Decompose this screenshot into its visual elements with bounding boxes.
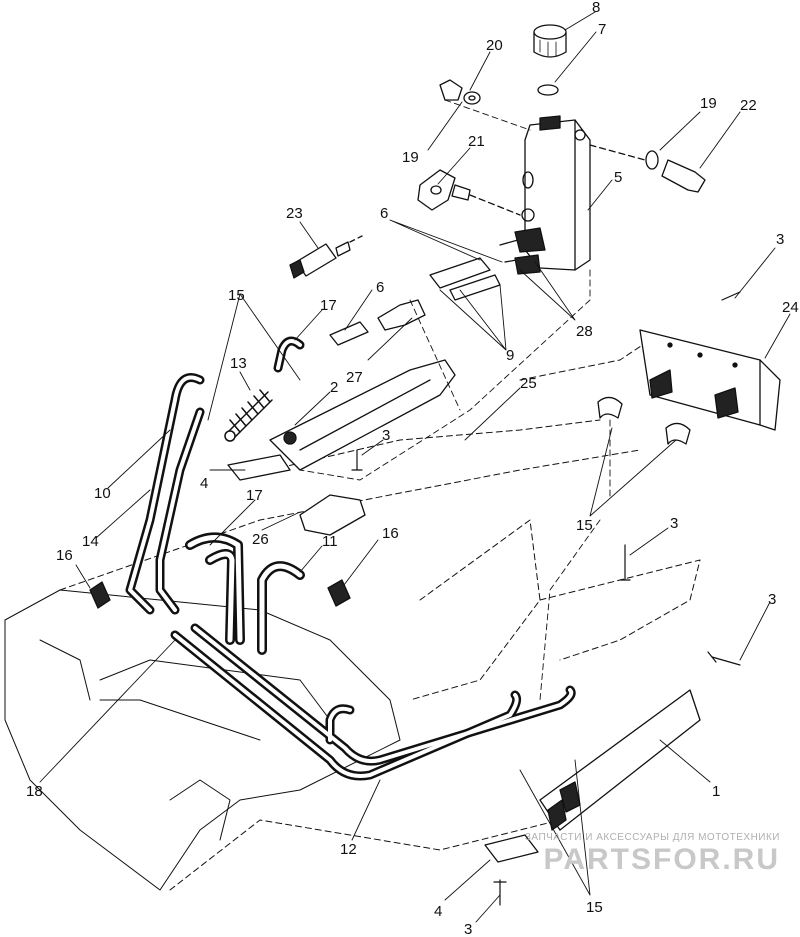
callout-3-far-right: 3 bbox=[768, 591, 776, 608]
watermark: ЗАПЧАСТИ И АКСЕССУАРЫ ДЛЯ МОТОТЕХНИКИ PA… bbox=[525, 832, 780, 877]
callout-4-lower: 4 bbox=[434, 903, 442, 920]
callout-16-left: 16 bbox=[56, 547, 73, 564]
callout-18: 18 bbox=[26, 783, 43, 800]
callout-27: 27 bbox=[346, 369, 363, 386]
callout-26: 26 bbox=[252, 531, 269, 548]
callout-20: 20 bbox=[486, 37, 503, 54]
fitting-hoses bbox=[329, 227, 546, 346]
rivets-3 bbox=[351, 291, 741, 906]
callout-11: 11 bbox=[322, 533, 338, 550]
hose-clamps-right bbox=[597, 396, 691, 445]
callout-3-top-right: 3 bbox=[776, 231, 784, 248]
bolt-22 bbox=[645, 150, 706, 193]
assembly-leaders bbox=[299, 99, 611, 701]
spring-13 bbox=[224, 389, 273, 442]
callout-22: 22 bbox=[740, 97, 757, 114]
callout-6-upper: 6 bbox=[380, 205, 388, 222]
watermark-tagline: ЗАПЧАСТИ И АКСЕССУАРЫ ДЛЯ МОТОТЕХНИКИ bbox=[524, 832, 780, 843]
leader-tank-bolt bbox=[589, 144, 646, 161]
callout-3-right: 3 bbox=[670, 515, 678, 532]
callout-21: 21 bbox=[468, 133, 485, 150]
coolant-hose-10 bbox=[125, 373, 205, 615]
bracket-21 bbox=[417, 169, 471, 211]
callout-15-bottom: 15 bbox=[586, 899, 603, 916]
callout-28: 28 bbox=[576, 323, 593, 340]
watermark-brand: PARTSFOR.RU bbox=[543, 843, 780, 876]
callout-3-bottom: 3 bbox=[464, 921, 472, 937]
callout-25: 25 bbox=[520, 375, 537, 392]
callout-24: 24 bbox=[782, 299, 799, 316]
callout-19-right: 19 bbox=[700, 95, 717, 112]
callout-numbers: 8 7 20 19 19 22 21 5 6 6 23 3 24 15 17 1… bbox=[26, 0, 799, 937]
callout-9: 9 bbox=[506, 347, 514, 364]
plate-4-lower bbox=[484, 834, 539, 863]
callout-4-upper: 4 bbox=[200, 475, 208, 492]
radiator-bracket-24 bbox=[639, 329, 781, 431]
callout-17-lower: 17 bbox=[246, 487, 263, 504]
callout-leaders bbox=[39, 11, 791, 923]
hose-clamps-16 bbox=[89, 579, 351, 609]
leader-bracket bbox=[469, 194, 521, 216]
callout-19-left: 19 bbox=[402, 149, 419, 166]
bolt-20 bbox=[439, 79, 481, 105]
callout-6-lower: 6 bbox=[376, 279, 384, 296]
callout-23: 23 bbox=[286, 205, 303, 222]
callout-7: 7 bbox=[598, 21, 606, 38]
reservoir-cap bbox=[533, 24, 567, 58]
callout-12: 12 bbox=[340, 841, 357, 858]
callout-14: 14 bbox=[82, 533, 99, 550]
bracket-26 bbox=[299, 494, 366, 536]
callout-5: 5 bbox=[614, 169, 622, 186]
callout-1: 1 bbox=[712, 783, 720, 800]
callout-8: 8 bbox=[592, 0, 600, 16]
plate-4-upper bbox=[227, 454, 291, 481]
callout-16-right: 16 bbox=[382, 525, 399, 542]
callout-15-mid: 15 bbox=[576, 517, 593, 534]
callout-15-upper: 15 bbox=[228, 287, 245, 304]
callout-10: 10 bbox=[94, 485, 111, 502]
callout-2: 2 bbox=[330, 379, 338, 396]
callout-17-upper: 17 bbox=[320, 297, 337, 314]
coolant-hose-10-inner bbox=[128, 375, 202, 612]
cap-seal-ring bbox=[537, 84, 559, 96]
callout-3-mid: 3 bbox=[382, 427, 390, 444]
callout-13: 13 bbox=[230, 355, 247, 372]
lower-bracket-1 bbox=[539, 689, 701, 831]
filter-23 bbox=[289, 241, 351, 279]
